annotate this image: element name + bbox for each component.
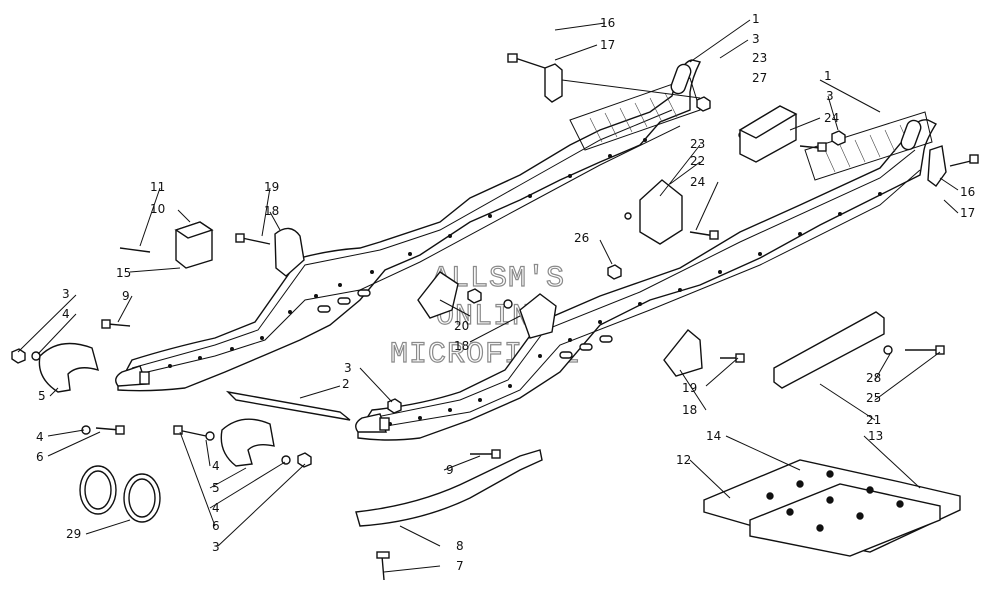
left-slide-rail — [115, 59, 702, 392]
callout-13: 13 — [868, 429, 883, 443]
callout-12: 12 — [676, 453, 691, 467]
callout-3-center: 3 — [344, 361, 352, 375]
callout-17-right: 17 — [960, 206, 975, 220]
callout-26: 26 — [574, 231, 589, 245]
callout-3-bottom: 3 — [212, 540, 220, 554]
callout-18-mid: 18 — [454, 339, 469, 353]
callout-25: 25 — [866, 391, 881, 405]
callout-17-top: 17 — [600, 38, 615, 52]
callout-3-right: 3 — [826, 89, 834, 103]
callout-20: 20 — [454, 319, 469, 333]
callout-24-mid: 24 — [690, 175, 705, 189]
callout-7: 7 — [456, 559, 464, 573]
right-slide-rail — [355, 111, 938, 441]
callout-21: 21 — [866, 413, 881, 427]
callout-14: 14 — [706, 429, 721, 443]
callout-11: 11 — [150, 180, 165, 194]
callout-28: 28 — [866, 371, 881, 385]
callout-23-top: 23 — [752, 51, 767, 65]
leader-lines — [17, 19, 959, 573]
callout-1-right: 1 — [824, 69, 832, 83]
callout-16-top: 16 — [600, 16, 615, 30]
callout-18-left: 18 — [264, 204, 279, 218]
callout-16-right: 16 — [960, 185, 975, 199]
callout-4-left: 4 — [62, 307, 70, 321]
callout-2: 2 — [342, 377, 350, 391]
callout-19-left: 19 — [264, 180, 279, 194]
shaft-plate — [773, 311, 885, 389]
track-section — [703, 459, 961, 557]
callout-5-left: 5 — [38, 389, 46, 403]
callout-4-bottomleft: 4 — [36, 430, 44, 444]
callout-24-top: 24 — [824, 111, 839, 125]
callout-6-bottom: 6 — [212, 519, 220, 533]
callout-3-left: 3 — [62, 287, 70, 301]
callout-23-mid: 23 — [690, 137, 705, 151]
wear-strip — [225, 390, 351, 421]
callout-5-bottom: 5 — [212, 481, 220, 495]
callout-29: 29 — [66, 527, 81, 541]
callout-18-right: 18 — [682, 403, 697, 417]
callout-8: 8 — [456, 539, 464, 553]
callout-10: 10 — [150, 202, 165, 216]
callout-3-top: 3 — [752, 32, 760, 46]
callout-4-bottom-b: 4 — [212, 501, 220, 515]
callout-6-bottomleft: 6 — [36, 450, 44, 464]
front-skid — [355, 449, 543, 527]
callout-15: 15 — [116, 266, 131, 280]
callout-19-right: 19 — [682, 381, 697, 395]
parts — [11, 53, 979, 581]
callout-9-bottom: 9 — [446, 463, 454, 477]
callout-9-left: 9 — [122, 289, 130, 303]
callout-27: 27 — [752, 71, 767, 85]
callout-4-bottom-a: 4 — [212, 459, 220, 473]
callout-labels: 16 17 1 3 23 27 1 3 24 16 17 11 10 19 18… — [36, 12, 975, 573]
callout-22: 22 — [690, 154, 705, 168]
callout-1-top: 1 — [752, 12, 760, 26]
